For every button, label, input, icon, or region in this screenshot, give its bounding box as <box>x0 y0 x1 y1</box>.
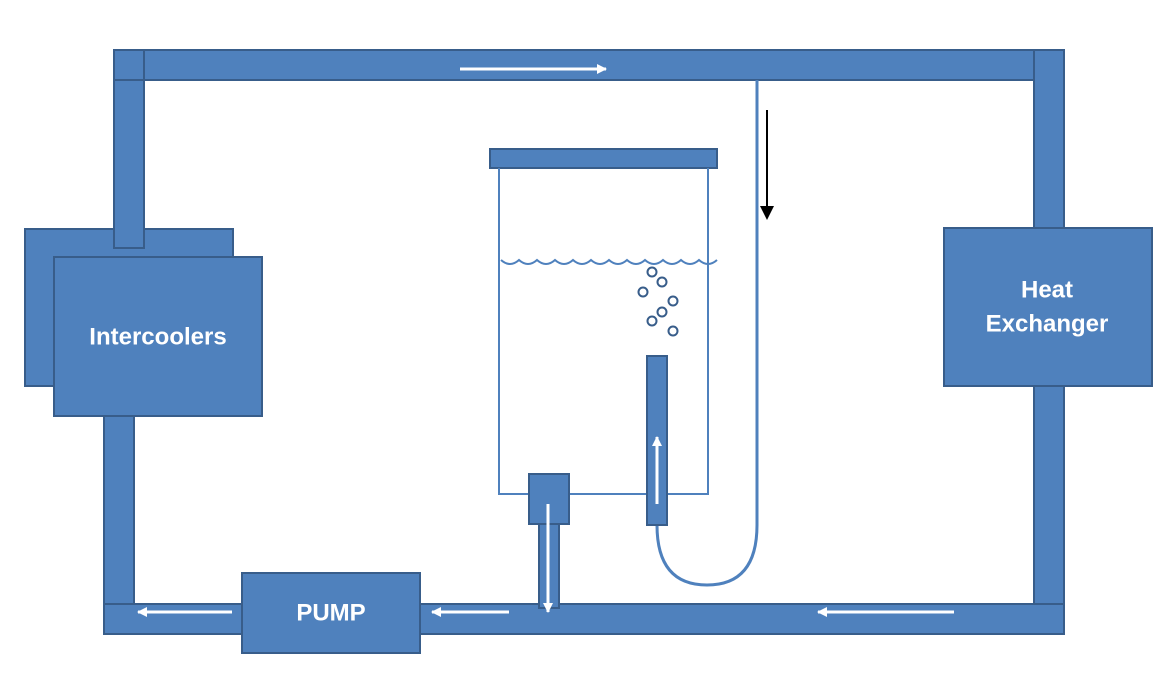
intercooler-front-box <box>53 256 263 417</box>
pump-label: PUMP <box>296 599 365 626</box>
bubble <box>667 295 679 307</box>
top-pipe <box>113 49 1065 81</box>
intercoolers-unit <box>24 228 263 417</box>
heat-exchanger-box <box>943 227 1153 387</box>
left-pipe-lower <box>103 414 135 635</box>
intercoolers-label: Intercoolers <box>89 323 226 350</box>
tank-walls <box>498 168 709 495</box>
tank-lid <box>489 148 718 169</box>
bubble <box>667 325 679 337</box>
bubble <box>646 266 658 278</box>
bubble <box>656 306 668 318</box>
left-pipe-connector <box>113 79 145 249</box>
water-surface <box>500 258 718 265</box>
bubble <box>656 276 668 288</box>
heat-exchanger-label-line2: Exchanger <box>986 310 1109 337</box>
pump-box <box>241 572 421 654</box>
return-tube <box>655 80 759 587</box>
heat-exchanger-label-line1: Heat <box>1021 276 1073 303</box>
bubble <box>637 286 649 298</box>
air-bubbles <box>637 266 679 337</box>
reservoir-tank <box>489 148 718 495</box>
bubble <box>646 315 658 327</box>
